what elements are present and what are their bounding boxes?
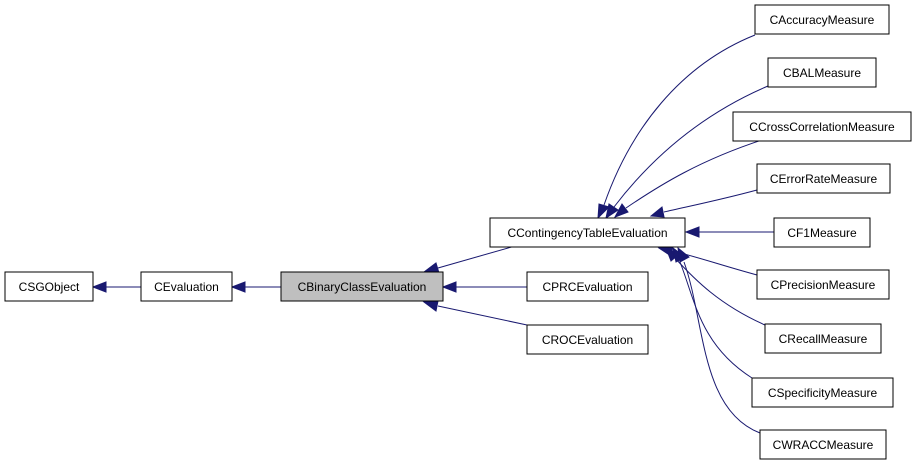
edge-cf1measure-to-ccontingencytableevaluation	[684, 226, 774, 238]
node-label: CPRCEvaluation	[542, 280, 632, 294]
node-label: CROCEvaluation	[542, 333, 633, 347]
edge-ccontingencytableevaluation-to-cbinaryclassevaluation	[422, 245, 516, 274]
edge-cprcevaluation-to-cbinaryclassevaluation	[441, 281, 527, 293]
node-label: CEvaluation	[154, 280, 219, 294]
node-crecallmeasure[interactable]: CRecallMeasure	[764, 323, 882, 354]
node-label: CPrecisionMeasure	[771, 278, 876, 292]
edge-cwraccmeasure-to-ccontingencytableevaluation	[677, 246, 761, 434]
node-cerrorratemeasure[interactable]: CErrorRateMeasure	[756, 163, 891, 194]
node-label: CBALMeasure	[783, 66, 861, 80]
node-label: CCrossCorrelationMeasure	[749, 120, 895, 134]
node-label: CContingencyTableEvaluation	[507, 226, 667, 240]
node-cprcevaluation[interactable]: CPRCEvaluation	[526, 271, 649, 302]
nodes: CSGObject CEvaluation CBinaryClassEvalua…	[4, 4, 912, 460]
node-label: CRecallMeasure	[779, 332, 868, 346]
node-label: CF1Measure	[787, 226, 857, 240]
node-label: CErrorRateMeasure	[770, 172, 878, 186]
node-ccrosscorrelationmeasure[interactable]: CCrossCorrelationMeasure	[732, 111, 912, 142]
edge-cerrorratemeasure-to-ccontingencytableevaluation	[649, 189, 758, 218]
node-csgobject[interactable]: CSGObject	[4, 271, 94, 302]
edge-cevaluation-to-csgobject	[91, 281, 141, 293]
node-label: CSpecificityMeasure	[768, 386, 878, 400]
node-ccontingencytableevaluation[interactable]: CContingencyTableEvaluation	[489, 217, 686, 248]
edge-cbalmeasure-to-ccontingencytableevaluation	[605, 85, 769, 220]
node-cspecificitymeasure[interactable]: CSpecificityMeasure	[751, 377, 894, 408]
node-caccuracymeasure[interactable]: CAccuracyMeasure	[754, 4, 890, 35]
edge-caccuracymeasure-to-ccontingencytableevaluation	[597, 34, 756, 220]
node-label: CAccuracyMeasure	[770, 13, 875, 27]
node-cprecisionmeasure[interactable]: CPrecisionMeasure	[756, 269, 890, 300]
edge-ccrosscorrelationmeasure-to-ccontingencytableevaluation	[613, 138, 766, 218]
node-label: CWRACCMeasure	[773, 438, 874, 452]
node-label: CSGObject	[19, 280, 80, 294]
node-cwraccmeasure[interactable]: CWRACCMeasure	[759, 429, 887, 460]
edges	[91, 34, 774, 434]
edge-cbinaryclassevaluation-to-cevaluation	[230, 281, 281, 293]
edge-cspecificitymeasure-to-ccontingencytableevaluation	[672, 246, 753, 379]
node-cevaluation[interactable]: CEvaluation	[140, 271, 233, 302]
node-crocevaluation[interactable]: CROCEvaluation	[526, 324, 649, 355]
node-cbalmeasure[interactable]: CBALMeasure	[767, 57, 877, 88]
node-cf1measure[interactable]: CF1Measure	[773, 217, 871, 248]
node-label: CBinaryClassEvaluation	[298, 280, 427, 294]
edge-crocevaluation-to-cbinaryclassevaluation	[422, 300, 528, 326]
node-cbinaryclassevaluation[interactable]: CBinaryClassEvaluation	[280, 271, 444, 302]
